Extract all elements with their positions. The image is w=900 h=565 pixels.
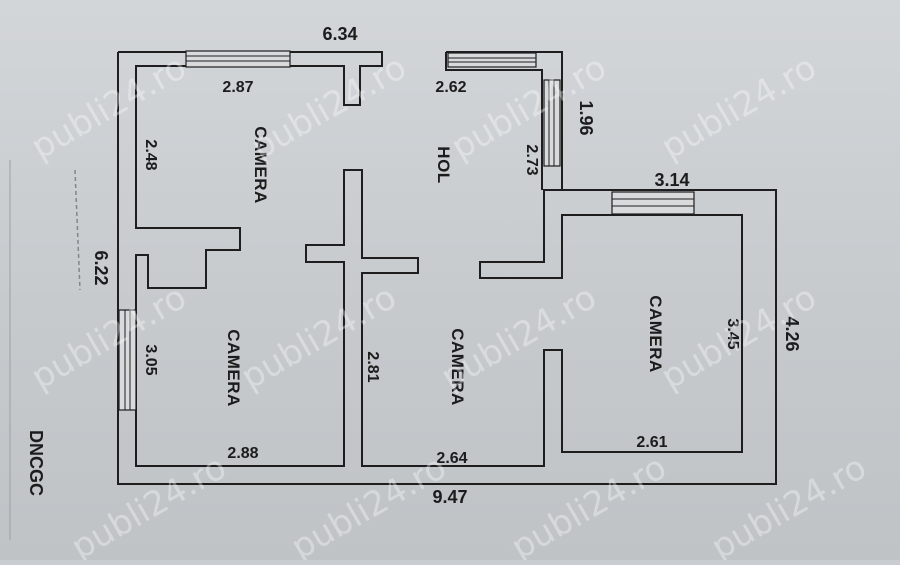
watermark: publi24.ro bbox=[25, 47, 194, 168]
margin-text: DNCGC bbox=[26, 430, 46, 496]
dim-bottom-total: 9.47 bbox=[432, 487, 467, 507]
dim-right-room-height: 3.45 bbox=[724, 318, 741, 349]
watermark: publi24.ro bbox=[705, 447, 874, 560]
room-label-camera-bottom-left: CAMERA bbox=[224, 329, 243, 407]
dim-top-total: 6.34 bbox=[322, 24, 357, 44]
window-side-hol bbox=[543, 79, 561, 167]
dim-bottom-middle-width: 2.64 bbox=[436, 450, 467, 467]
dim-right-top: 3.14 bbox=[654, 170, 689, 190]
window-top-left bbox=[185, 50, 291, 68]
room-label-hol: HOL bbox=[434, 146, 453, 183]
dim-left-height: 6.22 bbox=[91, 250, 111, 285]
dim-hol-top: 2.62 bbox=[435, 79, 466, 96]
watermark: publi24.ro bbox=[285, 447, 454, 560]
dim-bottom-left-width: 2.88 bbox=[227, 445, 258, 462]
room-label-camera-top-left: CAMERA bbox=[251, 126, 270, 204]
dim-bottom-left-room-height: 3.05 bbox=[142, 344, 159, 375]
dim-top-left-room: 2.87 bbox=[222, 79, 253, 96]
window-top-hol bbox=[447, 52, 537, 68]
watermark: publi24.ro bbox=[655, 47, 824, 168]
window-left-room bbox=[118, 309, 137, 411]
room-label-camera-right: CAMERA bbox=[646, 295, 665, 373]
window-right-room bbox=[611, 191, 695, 215]
dim-middle-room-height: 2.81 bbox=[364, 351, 381, 382]
dim-hol-window: 1.96 bbox=[576, 100, 596, 135]
dim-top-left-room-height: 2.48 bbox=[142, 139, 159, 170]
dim-right-outer-height: 4.26 bbox=[782, 316, 802, 351]
watermark: publi24.ro bbox=[65, 447, 234, 560]
room-label-camera-bottom-middle: CAMERA bbox=[448, 328, 467, 406]
dim-hol-side: 2.73 bbox=[523, 144, 540, 175]
outer-walls bbox=[117, 51, 777, 485]
watermark: publi24.ro bbox=[505, 447, 674, 560]
watermark: publi24.ro bbox=[25, 277, 194, 398]
sheet-margin-dashes bbox=[74, 169, 81, 291]
dim-bottom-right-width: 2.61 bbox=[636, 434, 667, 451]
